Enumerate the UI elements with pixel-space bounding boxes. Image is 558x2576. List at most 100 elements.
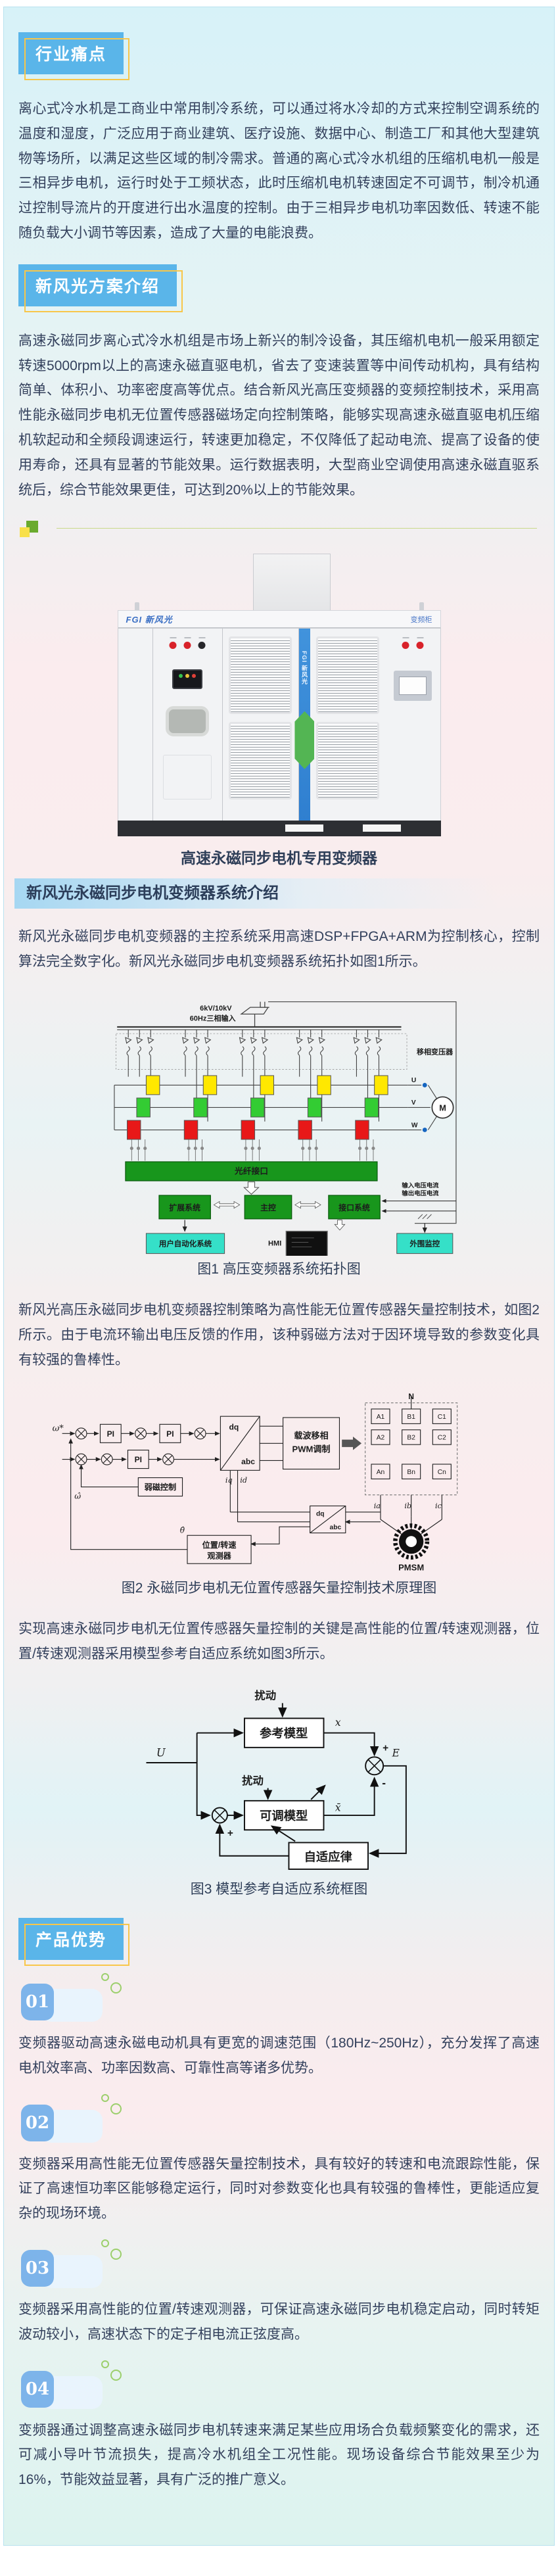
svg-text:C1: C1 <box>437 1414 446 1421</box>
svg-text:U: U <box>411 1077 415 1084</box>
ventilation-grille <box>229 722 292 800</box>
svg-text:abc: abc <box>329 1524 341 1531</box>
svg-text:弱磁控制: 弱磁控制 <box>144 1483 176 1492</box>
svg-text:输入电压电流: 输入电压电流 <box>402 1181 439 1189</box>
figure3-mras-diagram: 扰动 参考模型 x + E U 扰动 可调模型 x̄ - + 自适应律 <box>146 1690 407 1870</box>
svg-text:扰动: 扰动 <box>254 1690 276 1702</box>
black-led-icon <box>198 642 206 650</box>
access-panel-outline <box>163 755 212 800</box>
green-circle-icon <box>110 2248 122 2260</box>
cabinet-base <box>117 821 441 837</box>
pain-paragraph: 离心式冷水机是工商业中常用制冷系统，可以通过将水冷却的方式来控制空调系统的温度和… <box>18 101 540 241</box>
section-advantages-header: 产品优势 <box>18 1917 544 1966</box>
green-circle-icon <box>101 2239 109 2247</box>
svg-text:ia: ia <box>373 1502 380 1511</box>
svg-text:x: x <box>335 1717 340 1729</box>
advantage-number: 01 <box>21 1983 54 2020</box>
cabinet-control-panel-right <box>386 629 440 821</box>
svg-text:iq: iq <box>225 1476 232 1485</box>
cabinet-body: FGI 新风光 <box>117 629 441 821</box>
svg-text:A2: A2 <box>376 1435 384 1442</box>
advantage-number-badge: 01 <box>21 1972 544 2023</box>
advantage-text: 变频器驱动高速永磁电动机具有更宽的调速范围（180Hz~250Hz），充分发挥了… <box>18 2035 540 2076</box>
svg-text:x̄: x̄ <box>335 1801 340 1813</box>
stripe-brand-text: FGI 新风光 <box>300 651 308 685</box>
oval-vent <box>166 706 210 737</box>
svg-text:PI: PI <box>166 1429 174 1439</box>
figure2-caption: 图2 永磁同步电机无位置传感器矢量控制技术原理图 <box>121 1581 437 1596</box>
svg-text:输出电压电流: 输出电压电流 <box>402 1189 439 1197</box>
system-paragraph-2: 新风光高压永磁同步电机变频器控制策略为高性能无位置传感器矢量控制技术，如图2所示… <box>18 1302 540 1368</box>
red-led-icon <box>169 642 177 650</box>
svg-text:N: N <box>408 1392 414 1401</box>
advantage-number: 02 <box>21 2104 54 2141</box>
svg-text:+: + <box>383 1743 388 1754</box>
system-subheader: 新风光永磁同步电机变频器系统介绍 <box>14 878 540 909</box>
svg-text:B1: B1 <box>407 1414 415 1421</box>
svg-text:接口系统: 接口系统 <box>338 1203 370 1212</box>
ventilation-grille <box>316 722 380 800</box>
green-circle-icon <box>110 2103 122 2114</box>
ventilation-grille <box>229 636 292 715</box>
advantage-item-4: 04 变频器通过调整高速永磁同步电机转速来满足某些应用场合负载频繁变化的需求，还… <box>14 2360 544 2493</box>
indicator-leds <box>402 642 424 650</box>
svg-text:Bn: Bn <box>407 1469 415 1476</box>
cabinet-blue-stripe: FGI 新风光 <box>294 629 315 821</box>
svg-text:dq: dq <box>315 1511 324 1518</box>
svg-text:dq: dq <box>229 1423 239 1432</box>
decor-divider <box>18 521 540 538</box>
svg-text:可调模型: 可调模型 <box>260 1809 308 1823</box>
cabinet-door-narrow <box>118 629 153 821</box>
svg-text:ic: ic <box>435 1502 442 1511</box>
svg-text:abc: abc <box>241 1457 255 1466</box>
green-circle-icon <box>101 2360 109 2368</box>
green-circle-icon <box>110 1982 122 1993</box>
section-solution-header: 新风光方案介绍 <box>18 264 544 312</box>
figure1-topology-diagram: 6kV/10kV 60Hz三相输入 移相变压器 U V W <box>113 1001 457 1256</box>
svg-text:位置/转速: 位置/转速 <box>202 1540 237 1550</box>
cabinet-caption: 高速永磁同步电机专用变频器 <box>181 849 377 867</box>
figure1-caption: 图1 高压变频器系统拓扑图 <box>197 1261 361 1277</box>
cabinet-lifting-lug <box>419 602 424 612</box>
svg-text:Cn: Cn <box>437 1469 446 1476</box>
svg-text:M: M <box>439 1103 446 1113</box>
svg-text:ib: ib <box>404 1502 411 1511</box>
advantage-number: 03 <box>21 2249 54 2287</box>
svg-text:B2: B2 <box>407 1435 415 1442</box>
svg-text:PI: PI <box>106 1429 114 1439</box>
vfd-cabinet-photo: FGI 新风光 变频柜 FGI 新风 <box>117 554 441 837</box>
cabinet-control-panel-left <box>153 629 223 821</box>
svg-text:E: E <box>391 1747 399 1759</box>
svg-text:PI: PI <box>134 1456 141 1465</box>
advantage-item-3: 03 变频器采用高性能的位置/转速观测器，可保证高速永磁同步电机稳定启动，同时转… <box>14 2239 544 2347</box>
advantage-number: 04 <box>21 2370 54 2408</box>
svg-text:6kV/10kV: 6kV/10kV <box>200 1005 232 1013</box>
svg-text:ω̂: ω̂ <box>74 1492 81 1501</box>
svg-text:观测器: 观测器 <box>206 1551 231 1561</box>
advantage-item-2: 02 变频器采用高性能无位置传感器矢量控制技术，具有较好的转速和电流跟踪性能，保… <box>14 2093 544 2226</box>
section-pain-header: 行业痛点 <box>18 32 544 80</box>
green-circle-icon <box>101 2093 109 2102</box>
advantages-badge: 产品优势 <box>18 1917 130 1966</box>
solution-badge: 新风光方案介绍 <box>18 264 183 312</box>
divider-yellow-square-icon <box>20 527 30 538</box>
red-led-icon <box>416 642 424 650</box>
cabinet-lifting-lug <box>134 602 139 612</box>
green-circle-icon <box>110 2369 122 2381</box>
svg-text:An: An <box>376 1469 384 1476</box>
svg-text:外围监控: 外围监控 <box>409 1239 440 1248</box>
cabinet-door-grille-left <box>223 629 300 821</box>
system-paragraph-1: 新风光永磁同步电机变频器的主控系统采用高速DSP+FPGA+ARM为控制核心，控… <box>18 929 540 970</box>
cabinet-top-vent-box <box>253 554 331 615</box>
svg-text:PMSM: PMSM <box>398 1563 424 1573</box>
svg-text:ω*: ω* <box>52 1424 64 1434</box>
svg-text:C2: C2 <box>437 1435 446 1442</box>
ventilation-grille <box>316 636 380 715</box>
svg-text:移相变压器: 移相变压器 <box>416 1047 453 1057</box>
svg-text:载波移相: 载波移相 <box>294 1431 328 1441</box>
svg-text:主控: 主控 <box>260 1203 276 1212</box>
svg-text:A1: A1 <box>376 1414 384 1421</box>
advantage-text: 变频器通过调整高速永磁同步电机转速来满足某些应用场合负载频繁变化的需求，还可减小… <box>18 2422 540 2488</box>
divider-line <box>57 528 537 529</box>
svg-text:参考模型: 参考模型 <box>260 1726 308 1740</box>
